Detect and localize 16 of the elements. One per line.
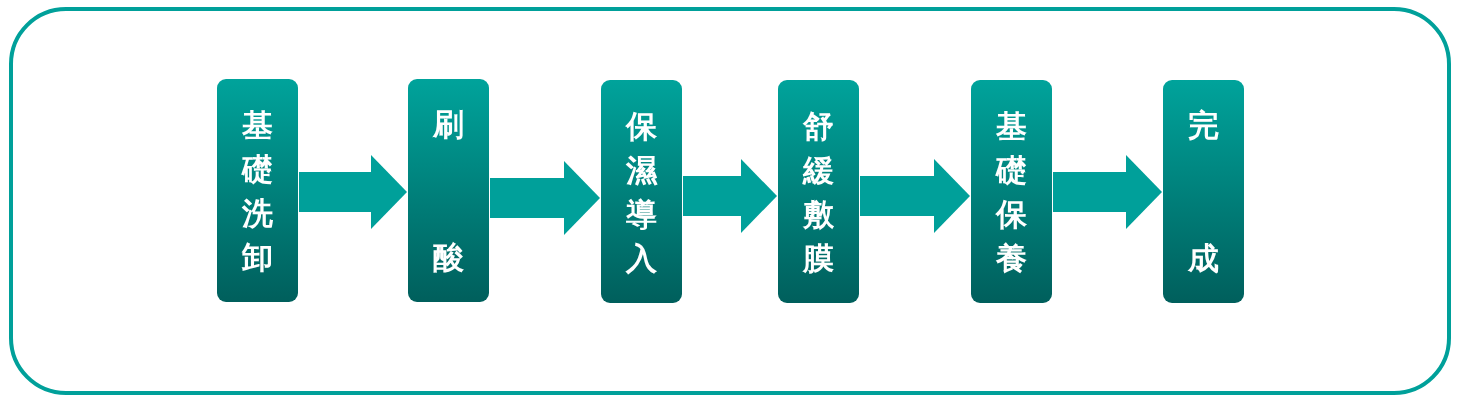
step-box (1163, 80, 1244, 303)
step-label: 刷酸 (432, 104, 465, 277)
block-arrow (683, 159, 777, 233)
block-arrow (490, 161, 600, 235)
step-label: 保濕導入 (624, 106, 659, 278)
step-label: 完成 (1187, 105, 1220, 278)
step-label: 舒緩敷膜 (801, 106, 835, 278)
step-box (778, 80, 859, 303)
step-label: 基礎洗卸 (240, 105, 274, 277)
step-box (971, 80, 1052, 303)
step-label: 基礎保養 (994, 106, 1028, 278)
step-box (601, 80, 682, 303)
block-arrow (299, 155, 407, 229)
block-arrow (1053, 155, 1162, 229)
step-box (217, 79, 298, 302)
step-box (408, 79, 489, 302)
